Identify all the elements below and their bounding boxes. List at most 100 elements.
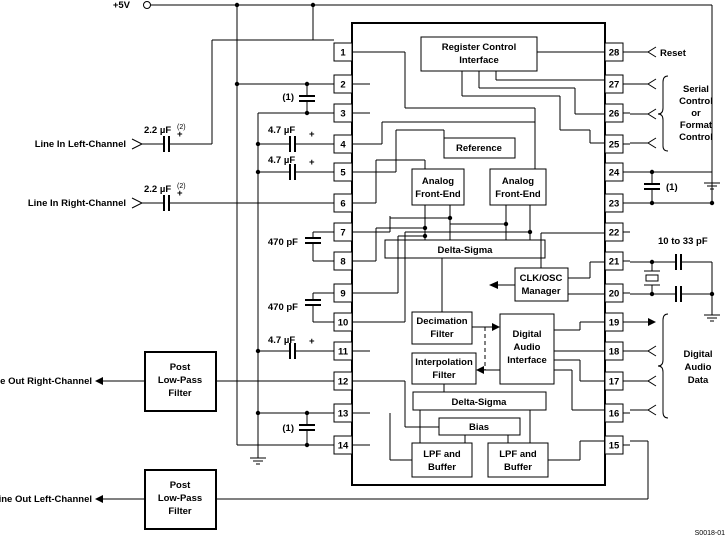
left-pin-label-8: 8 [340, 257, 345, 268]
cap-pin9-10-value: 470 pF [268, 302, 298, 313]
svg-text:Filter: Filter [168, 506, 192, 517]
svg-text:Delta-Sigma: Delta-Sigma [438, 245, 494, 256]
crystal-cap-label: 10 to 33 pF [658, 236, 708, 247]
lpf-buffer-right-block [487, 442, 549, 478]
right-pin-label-28: 28 [609, 48, 620, 59]
line-in-left-arrow [131, 138, 144, 150]
svg-text:Post: Post [170, 362, 191, 373]
svg-text:Interface: Interface [507, 355, 547, 366]
left-pin-label-4: 4 [340, 140, 346, 151]
right-pin-label-23: 23 [609, 199, 620, 210]
cap-pin7-8-value: 470 pF [268, 237, 298, 248]
post-filter-right-block [144, 351, 217, 412]
lpf-buffer-left-block [411, 442, 473, 478]
right-pin-label-26: 26 [609, 109, 620, 120]
svg-text:Post: Post [170, 480, 191, 491]
svg-text:Low-Pass: Low-Pass [158, 493, 202, 504]
svg-text:Decimation: Decimation [416, 316, 467, 327]
decimation-filter-block [411, 311, 473, 345]
right-pin-column: 28 27 26 25 24 23 22 21 20 19 18 17 16 15 [604, 42, 630, 455]
right-pin-label-16: 16 [609, 409, 620, 420]
svg-text:Digital: Digital [512, 329, 541, 340]
svg-text:+: + [309, 157, 315, 168]
digital-audio-interface-block [499, 313, 555, 385]
right-pin-label-18: 18 [609, 347, 620, 358]
afe-right-block [489, 168, 547, 206]
svg-text:Front-End: Front-End [495, 189, 541, 200]
right-pin-label-17: 17 [609, 377, 620, 388]
note-1-cap-bottom: (1) [282, 423, 294, 434]
svg-text:+: + [309, 336, 315, 347]
line-out-left-arrow [95, 495, 103, 503]
svg-text:(2): (2) [177, 124, 186, 131]
svg-text:Register Control: Register Control [442, 42, 516, 53]
line-out-right-label: Line Out Right-Channel [0, 376, 92, 387]
interpolation-filter-block [411, 352, 477, 385]
left-pin-label-10: 10 [338, 318, 349, 329]
svg-text:Control: Control [679, 132, 713, 143]
right-pin-label-22: 22 [609, 228, 620, 239]
svg-text:Buffer: Buffer [504, 462, 532, 473]
delta-sigma-adc-block [384, 239, 546, 259]
right-pin-label-25: 25 [609, 140, 620, 151]
left-pin-label-12: 12 [338, 377, 349, 388]
svg-text:Control: Control [679, 96, 713, 107]
left-pin-label-11: 11 [338, 347, 349, 358]
line-in-right-label: Line In Right-Channel [28, 198, 126, 209]
right-pin-label-21: 21 [609, 257, 620, 268]
reset-arrow [647, 46, 657, 58]
cap-pin5-value: 4.7 µF [268, 155, 295, 166]
line-out-left-label: Line Out Left-Channel [0, 494, 92, 505]
afe-left-block [411, 168, 465, 206]
left-pin-label-6: 6 [340, 199, 345, 210]
line-out-right-arrow [95, 377, 103, 385]
svg-text:Audio: Audio [514, 342, 541, 353]
right-pin-label-19: 19 [609, 318, 620, 329]
delta-sigma-dac-block [412, 391, 547, 411]
pin19-output-arrow [648, 318, 656, 326]
left-pin-label-5: 5 [340, 168, 346, 179]
clock-output-arrow [489, 281, 498, 289]
left-pin-label-3: 3 [340, 109, 345, 120]
svg-text:+: + [177, 129, 183, 140]
line-in-left-label: Line In Left-Channel [35, 139, 126, 150]
right-pin-label-27: 27 [609, 80, 620, 91]
svg-text:Digital: Digital [683, 349, 712, 360]
note-1-cap-top: (1) [282, 92, 294, 103]
cap-pin11-value: 4.7 µF [268, 335, 295, 346]
digital-audio-data-brace [657, 313, 669, 419]
svg-text:Interpolation: Interpolation [415, 357, 473, 368]
svg-text:Analog: Analog [422, 176, 454, 187]
supply-label: +5V [113, 0, 131, 11]
right-pin-label-24: 24 [609, 168, 620, 179]
svg-text:Buffer: Buffer [428, 462, 456, 473]
supply-terminal [143, 1, 151, 9]
svg-text:CLK/OSC: CLK/OSC [520, 273, 563, 284]
left-pin-label-7: 7 [340, 228, 345, 239]
left-pin-label-2: 2 [340, 80, 345, 91]
svg-text:+: + [309, 129, 315, 140]
note-1-cap-right: (1) [666, 182, 678, 193]
figure-code: S0018-01 [695, 530, 725, 537]
svg-text:Filter: Filter [432, 370, 456, 381]
svg-text:Interface: Interface [459, 55, 499, 66]
left-pin-label-14: 14 [338, 441, 349, 452]
crystal [645, 274, 659, 282]
svg-text:Manager: Manager [521, 286, 560, 297]
reference-block [443, 137, 516, 159]
serial-control-brace [657, 75, 669, 152]
cap-pin4-value: 4.7 µF [268, 125, 295, 136]
svg-text:Serial: Serial [683, 84, 709, 95]
svg-text:LPF and: LPF and [423, 449, 461, 460]
svg-text:or: or [691, 108, 701, 119]
right-pin-label-15: 15 [609, 441, 620, 452]
line-in-right-arrow [131, 197, 144, 209]
cap-in-right-value: 2.2 µF [144, 184, 171, 195]
svg-text:Filter: Filter [168, 388, 192, 399]
left-pin-label-9: 9 [340, 289, 345, 300]
svg-text:Bias: Bias [469, 422, 489, 433]
right-pin-label-20: 20 [609, 289, 620, 300]
svg-text:Delta-Sigma: Delta-Sigma [452, 397, 508, 408]
svg-text:Format: Format [680, 120, 713, 131]
